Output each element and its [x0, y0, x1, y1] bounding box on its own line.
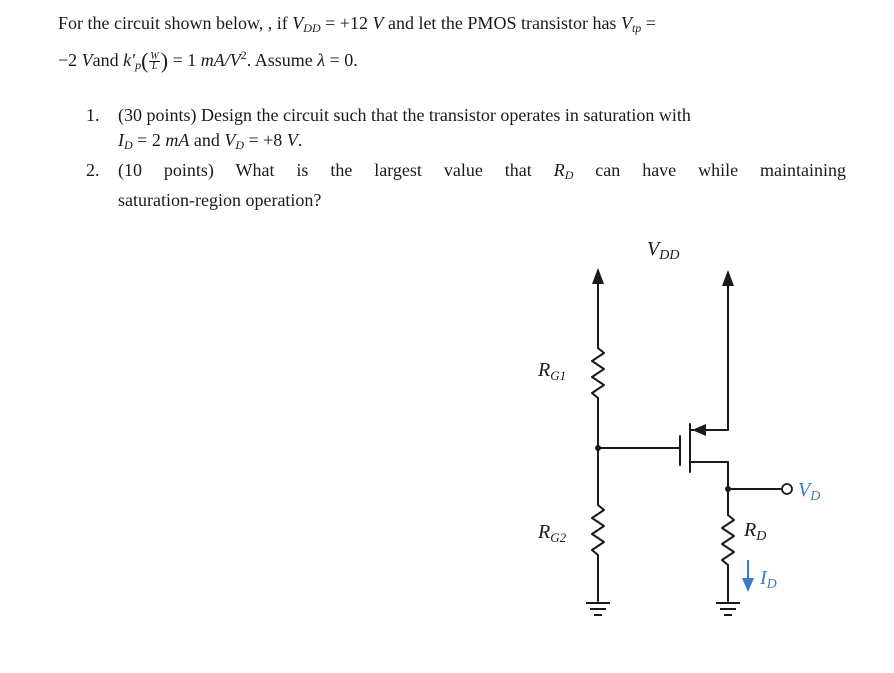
- vdd-label: VDD: [647, 238, 679, 263]
- drain-junction-dot: [725, 486, 731, 492]
- lambda-value: = 0.: [325, 50, 358, 70]
- question-number: 1.: [86, 105, 100, 125]
- vtp-symbol: V: [620, 13, 632, 33]
- rd-resistor: [721, 514, 735, 566]
- problem-statement: For the circuit shown below, , if VDD = …: [58, 10, 858, 79]
- vtp-value: −2: [58, 50, 82, 70]
- kp-unit: mA/V: [200, 50, 241, 70]
- question-text-line-2: ID = 2 mA and VD = +8 V.: [118, 128, 846, 158]
- id-arrow-icon: [742, 578, 754, 592]
- vdd-symbol: V: [292, 13, 304, 33]
- question-text: (10 points) What is the largest value th…: [118, 158, 846, 188]
- and-text: and: [189, 130, 225, 150]
- vd-subscript: D: [235, 138, 244, 152]
- volt-unit: V: [286, 130, 298, 150]
- open-paren: (: [141, 48, 149, 73]
- vtp-subscript: tp: [631, 21, 642, 35]
- vdd-arrow-left: [592, 268, 604, 284]
- vdd-value: = +12: [320, 13, 373, 33]
- question-text-b: can have while maintaining: [573, 160, 846, 180]
- rd-symbol: R: [553, 160, 565, 180]
- rg1-resistor: [591, 347, 605, 399]
- ground-right-icon: [716, 602, 740, 616]
- vd-value: = +8: [244, 130, 287, 150]
- and-text: and: [92, 50, 124, 70]
- question-text: (30 points) Design the circuit such that…: [118, 105, 691, 125]
- question-body: (10 points) What is the largest value th…: [118, 158, 846, 213]
- question-2: 2. (10 points) What is the largest value…: [86, 158, 846, 213]
- vd-terminal: [781, 483, 793, 495]
- volt-unit: V: [372, 13, 384, 33]
- question-body: (30 points) Design the circuit such that…: [118, 103, 846, 158]
- pmos-text: and let the PMOS transistor has: [383, 13, 621, 33]
- id-subscript: D: [124, 138, 133, 152]
- question-number: 2.: [86, 160, 100, 180]
- volt-unit-2: V: [81, 50, 93, 70]
- ground-left-icon: [586, 602, 610, 616]
- kp-subscript: p: [135, 58, 142, 72]
- vdd-arrow-right: [722, 270, 734, 286]
- question-1: 1. (30 points) Design the circuit such t…: [86, 103, 846, 158]
- rd-label: RD: [743, 519, 766, 544]
- rg2-label: RG2: [537, 521, 567, 545]
- rg1-label: RG1: [537, 359, 566, 383]
- intro-text: For the circuit shown below, , if: [58, 13, 293, 33]
- lambda-symbol: λ: [317, 50, 326, 70]
- l-denominator: L: [151, 61, 158, 73]
- question-list: 1. (30 points) Design the circuit such t…: [86, 103, 846, 213]
- close-paren: ): [160, 48, 169, 73]
- kp-symbol: k′: [123, 50, 136, 70]
- question-text-a: (10 points) What is the largest value th…: [118, 160, 554, 180]
- question-text-line-2: saturation-region operation?: [118, 190, 322, 210]
- kp-unit-exponent: 2: [240, 48, 247, 62]
- w-numerator: W: [149, 51, 160, 63]
- problem-line-1: For the circuit shown below, , if VDD = …: [58, 10, 858, 42]
- kp-value: = 1: [168, 50, 201, 70]
- vd-symbol: V: [224, 130, 236, 150]
- gate-junction-dot: [595, 445, 601, 451]
- id-label: ID: [759, 567, 777, 592]
- rd-subscript: D: [564, 168, 574, 182]
- id-symbol: I: [118, 130, 124, 150]
- id-value: = 2: [132, 130, 166, 150]
- period: .: [297, 130, 303, 150]
- pmos-arrow-icon: [692, 424, 706, 436]
- vdd-subscript: DD: [303, 21, 321, 35]
- rg2-resistor: [591, 504, 605, 556]
- assume-text: . Assume: [246, 50, 318, 70]
- ma-unit: mA: [165, 130, 190, 150]
- vd-label: VD: [798, 479, 820, 504]
- equals-sign: =: [641, 13, 656, 33]
